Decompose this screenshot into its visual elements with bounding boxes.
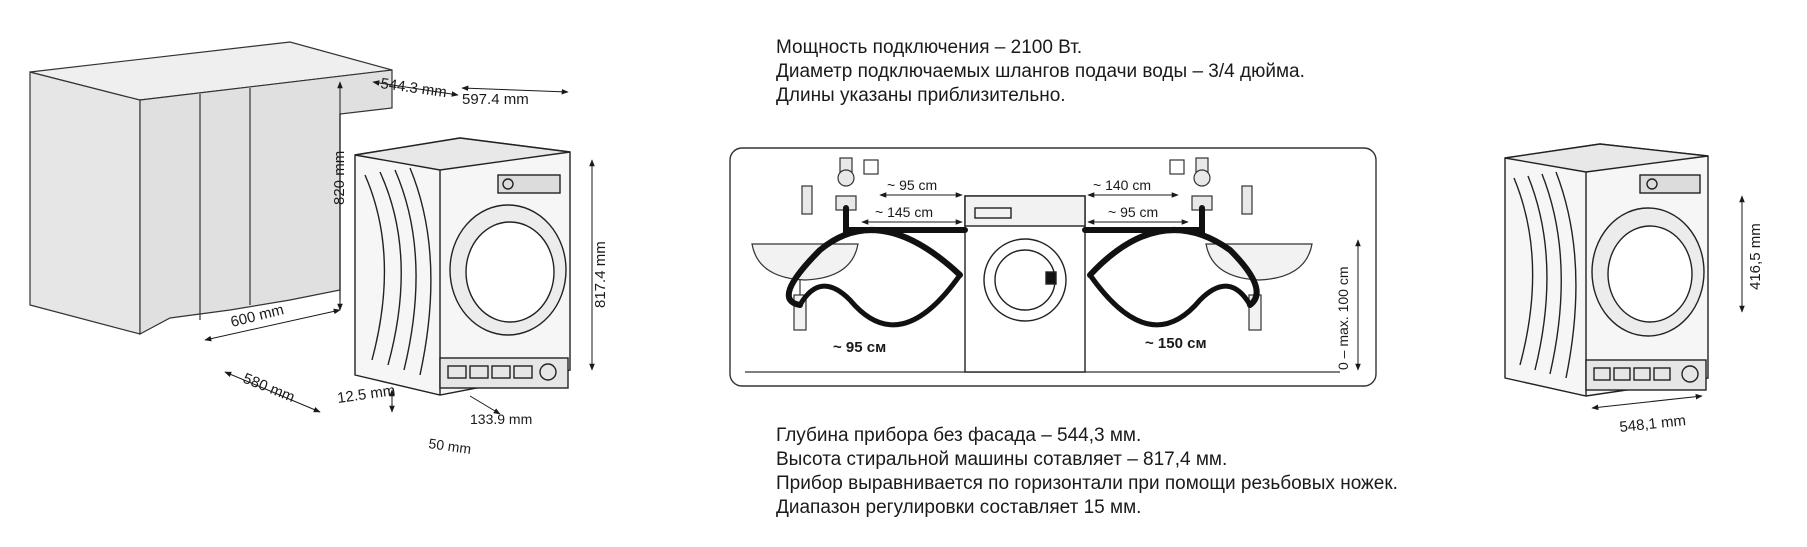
- label-height-817: 817.4 mm: [592, 241, 609, 308]
- label-drain-height: 0 – max. 100 cm: [1335, 267, 1351, 371]
- note-height: Высота стиральной машины сотавляет – 817…: [776, 449, 1228, 470]
- right-dimension-lines: [1591, 195, 1745, 411]
- label-left-hose-95: ~ 95 cm: [887, 177, 937, 193]
- right-machine-drawing: [1504, 143, 1709, 397]
- left-machine-drawing: [354, 137, 571, 396]
- left-cabinet-drawing: [29, 41, 393, 335]
- label-gap-12: 12.5 mm: [336, 382, 396, 407]
- label-plinth-133: 133.9 mm: [470, 411, 532, 427]
- label-niche-depth-580: 580 mm: [241, 370, 298, 406]
- note-power: Мощность подключения – 2100 Вт.: [776, 37, 1083, 58]
- label-drain-95: ~ 95 см: [833, 339, 886, 356]
- right-valve: [1169, 157, 1253, 215]
- note-lengths-approx: Длины указаны приблизительно.: [776, 85, 1066, 106]
- note-adjust-range: Диапазон регулировки составляет 15 мм.: [776, 497, 1142, 518]
- label-right-hose-140: ~ 140 cm: [1093, 177, 1151, 193]
- middle-dimension-labels: ~ 95 cm ~ 145 cm ~ 140 cm ~ 95 cm ~ 95 с…: [833, 177, 1351, 370]
- left-valve: [801, 157, 879, 215]
- left-dimension-lines: [204, 80, 595, 415]
- machine-front: [964, 195, 1086, 373]
- label-width-548: 548,1 mm: [1619, 412, 1687, 436]
- label-door-height-416: 416,5 mm: [1747, 223, 1764, 290]
- label-width-597: 597.4 mm: [462, 91, 529, 108]
- right-dimension-labels: 416,5 mm 548,1 mm: [1619, 223, 1764, 436]
- note-depth: Глубина прибора без фасада – 544,3 мм.: [776, 425, 1142, 446]
- note-leveling: Прибор выравнивается по горизонтали при …: [776, 473, 1398, 494]
- connection-diagram: ~ 95 cm ~ 145 cm ~ 140 cm ~ 95 cm ~ 95 с…: [729, 147, 1377, 387]
- connection-notes: Мощность подключения – 2100 Вт. Диаметр …: [776, 36, 1305, 108]
- hoses: [785, 205, 1260, 328]
- middle-dimension-lines: [861, 192, 1361, 371]
- label-left-hose-145: ~ 145 cm: [875, 204, 933, 220]
- label-niche-height-820: 820 mm: [331, 151, 348, 205]
- label-foot-50: 50 mm: [428, 435, 473, 457]
- note-hose-diameter: Диаметр подключаемых шлангов подачи воды…: [776, 61, 1305, 82]
- label-drain-150: ~ 150 см: [1145, 335, 1207, 352]
- label-right-hose-95: ~ 95 cm: [1108, 204, 1158, 220]
- installation-notes: Глубина прибора без фасада – 544,3 мм. В…: [776, 424, 1398, 520]
